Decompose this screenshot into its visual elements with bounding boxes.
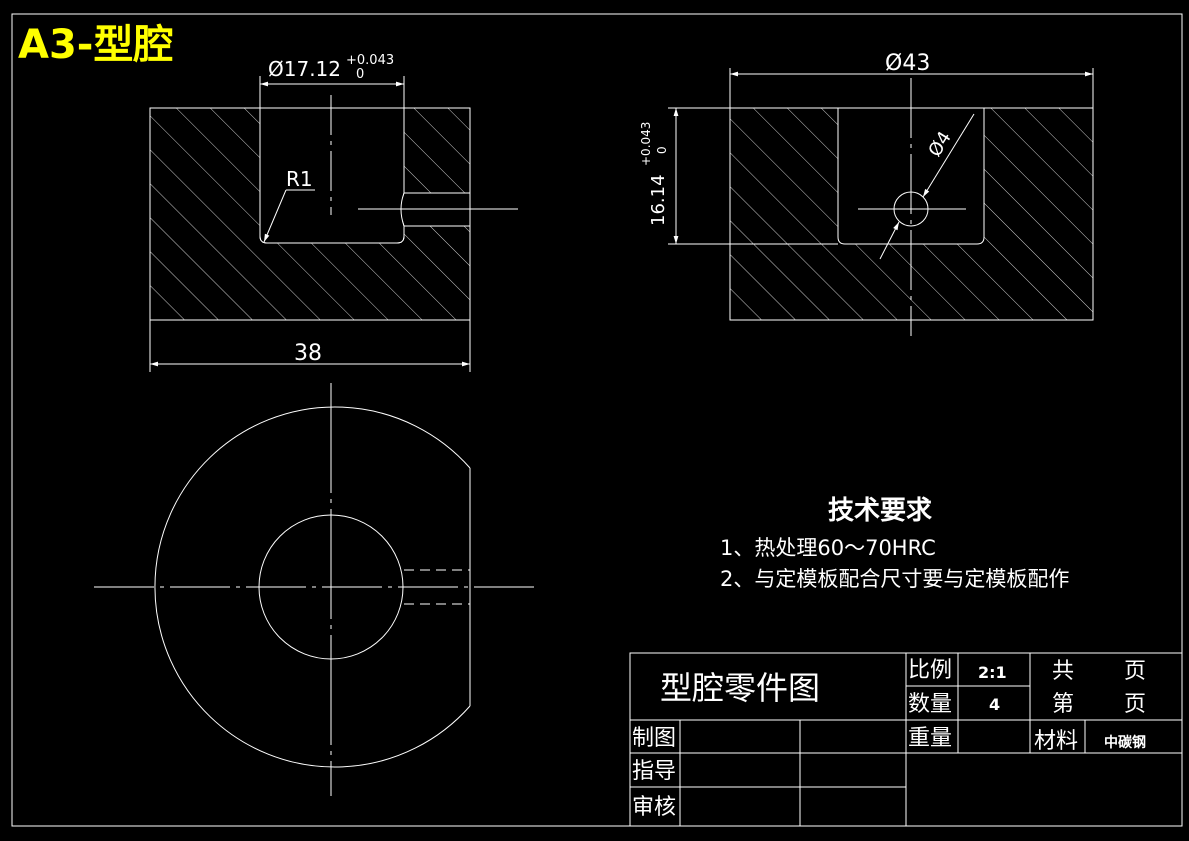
- side-section-view: Ø4 Ø43 16.14 +0.043 0: [639, 51, 1094, 336]
- side-depth-lower: 0: [655, 146, 669, 154]
- sheet-border: [11, 13, 1183, 827]
- tech-heading: 技术要求: [828, 496, 932, 526]
- scale-label: 比例: [908, 658, 952, 683]
- tech-requirements: 技术要求 1、热处理60～70HRC 2、与定模板配合尺寸要与定模板配作: [720, 496, 1069, 591]
- title-block: 型腔零件图 比例 2:1 数量 4 共 页 第 页 重量 材料 中碳钢 制图 指…: [629, 652, 1183, 827]
- front-hatch-right-top: [404, 108, 470, 193]
- sheet-label: 第: [1052, 692, 1074, 717]
- hole-leader-lower: [879, 221, 900, 260]
- sheet-title: A3-型腔: [18, 22, 173, 68]
- material-label: 材料: [1034, 729, 1078, 754]
- front-width-label: 38: [294, 341, 322, 366]
- page-label-2: 页: [1124, 692, 1146, 717]
- radius-label: R1: [286, 167, 313, 191]
- r1-leader: [263, 189, 287, 243]
- front-cavity-fill: [261, 109, 403, 242]
- tech-item-2: 2、与定模板配合尺寸要与定模板配作: [720, 567, 1069, 591]
- hole-label: Ø4: [924, 128, 955, 161]
- front-hatch-right-bottom: [404, 226, 470, 320]
- qty-value: 4: [989, 695, 1000, 714]
- scale-value: 2:1: [978, 663, 1007, 682]
- hole-leader-upper: [922, 113, 975, 198]
- review-label: 审核: [632, 795, 676, 820]
- material-value: 中碳钢: [1104, 734, 1146, 751]
- front-bore-dim-upper: +0.043: [346, 53, 394, 68]
- front-bore-dim-main: Ø17.12: [268, 57, 341, 81]
- side-hatch-left: [730, 108, 838, 320]
- top-view-outer-arc: [154, 406, 471, 768]
- side-width-label: Ø43: [885, 51, 930, 76]
- guide-label: 指导: [632, 759, 676, 784]
- qty-label: 数量: [908, 692, 952, 717]
- top-view: [94, 383, 540, 796]
- front-section-view: Ø17.12 +0.043 0 R1 38: [149, 53, 518, 372]
- tech-item-1: 1、热处理60～70HRC: [720, 536, 936, 560]
- side-hatch-right: [984, 108, 1093, 320]
- drawn-label: 制图: [632, 726, 676, 751]
- front-hatch-left: [150, 108, 260, 320]
- total-label: 共: [1052, 659, 1074, 684]
- side-depth-main: 16.14: [648, 174, 669, 226]
- front-outline: [149, 107, 471, 321]
- page-label-1: 页: [1124, 659, 1146, 684]
- side-depth-upper: +0.043: [639, 122, 653, 166]
- part-name: 型腔零件图: [660, 669, 820, 707]
- front-cavity-edge: [259, 108, 405, 244]
- front-hatch-bottom: [260, 243, 404, 320]
- front-bore-dim-lower: 0: [356, 67, 364, 82]
- weight-label: 重量: [908, 726, 952, 751]
